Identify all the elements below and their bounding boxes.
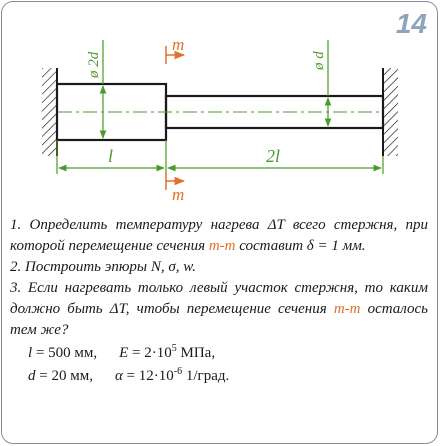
problem-text: 1. Определить температуру нагрева ΔT все… xyxy=(10,215,428,387)
section-mm-marker: m m xyxy=(165,35,186,204)
length-dimensions: l 2l xyxy=(56,140,384,174)
left-wall xyxy=(42,68,58,156)
right-diameter-label: ø d xyxy=(311,51,327,71)
section-label-top: m xyxy=(172,35,184,54)
given-row-1: l = 500 мм,E = 2·105 МПа, xyxy=(28,343,216,362)
right-diameter-dimension: ø d xyxy=(311,40,332,127)
given-row-2: d = 20 мм,α = 12·10-6 1/град. xyxy=(28,366,230,385)
problem-item-3: 3. Если нагревать только левый участок с… xyxy=(10,280,428,338)
right-length-label: 2l xyxy=(266,146,280,166)
problem-item-2: 2. Построить эпюры N, σ, w. xyxy=(10,259,196,275)
rod-diagram: ø 2d ø d l 2l m m xyxy=(42,35,398,204)
section-label-bottom: m xyxy=(172,185,184,204)
left-diameter-dimension: ø 2d xyxy=(86,40,107,139)
rod-right-segment xyxy=(164,94,385,130)
left-length-label: l xyxy=(108,146,113,166)
left-diameter-label: ø 2d xyxy=(86,51,102,79)
task-number: 14 xyxy=(395,8,427,39)
right-wall xyxy=(382,68,398,156)
section-reference: m-m xyxy=(333,301,361,317)
problem-item-1: 1. Определить температуру нагрева ΔT все… xyxy=(10,217,428,254)
section-reference: m-m xyxy=(208,238,236,254)
